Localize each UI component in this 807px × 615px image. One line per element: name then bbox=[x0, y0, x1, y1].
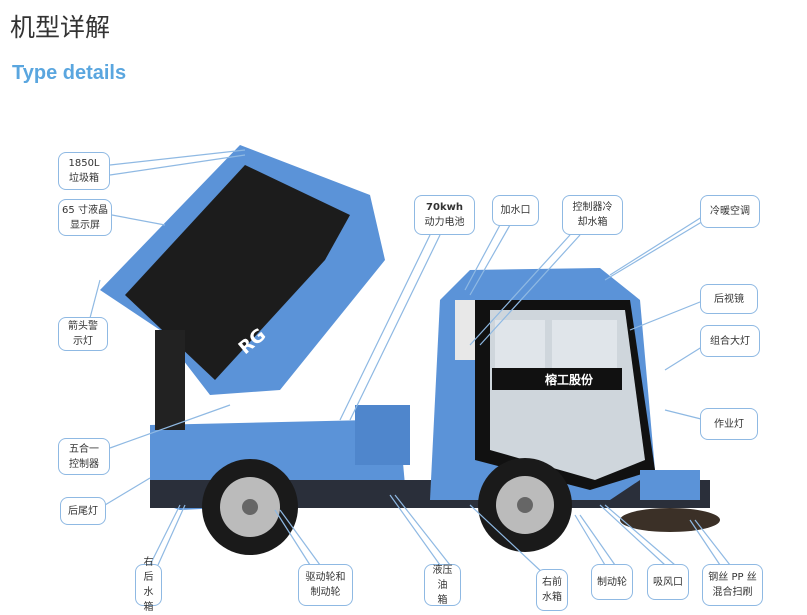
callout-text: 水箱 bbox=[542, 592, 562, 603]
battery-box bbox=[355, 405, 410, 465]
door-window-2 bbox=[552, 320, 617, 370]
callout-air-conditioner: 冷暖空调 bbox=[700, 195, 760, 228]
callout-text: 控制器冷 bbox=[572, 202, 613, 213]
callout-combination-headlight: 组合大灯 bbox=[700, 325, 760, 357]
callout-rear-tail-light: 后尾灯 bbox=[60, 497, 106, 525]
callout-right-rear-water-tank: 右后水箱 bbox=[135, 557, 162, 613]
callout-text: 后视镜 bbox=[714, 293, 744, 305]
front-frame bbox=[640, 470, 700, 500]
door-window bbox=[495, 320, 545, 370]
callout-text: 右前 bbox=[542, 577, 562, 588]
callout-right-front-water-tank: 右前水箱 bbox=[536, 569, 568, 611]
callout-text: 混合扫刷 bbox=[712, 587, 753, 598]
callout-hydraulic-oil-tank: 液压油箱 bbox=[424, 564, 461, 606]
leader-lines bbox=[89, 149, 731, 576]
callout-rearview-mirror: 后视镜 bbox=[700, 284, 758, 314]
callout-steel-pp-brush: 钢丝 PP 丝混合扫刷 bbox=[702, 564, 763, 606]
callout-lcd-screen: 65 寸液晶显示屏 bbox=[58, 199, 112, 236]
callout-text: 示灯 bbox=[73, 336, 93, 347]
callout-text: 箭头警 bbox=[68, 321, 98, 332]
callout-text: 液压油 bbox=[432, 564, 453, 591]
callout-text: 加水口 bbox=[500, 205, 531, 216]
callout-garbage-bin: 1850L 垃圾箱 bbox=[58, 152, 110, 190]
callout-brake-wheel: 制动轮 bbox=[591, 564, 633, 600]
callout-text: 作业灯 bbox=[714, 418, 744, 430]
bin-support bbox=[155, 330, 185, 430]
callout-text: 水箱 bbox=[143, 587, 154, 613]
callout-work-light: 作业灯 bbox=[700, 408, 758, 440]
callout-text: 制动轮 bbox=[597, 576, 627, 588]
page-title: 机型详解 bbox=[10, 13, 111, 42]
callout-five-in-one-controller: 五合一控制器 bbox=[58, 438, 110, 475]
page-subtitle: Type details bbox=[12, 62, 127, 84]
logo-band bbox=[492, 368, 622, 390]
callout-controller-cooling-tank: 控制器冷却水箱 bbox=[562, 195, 623, 235]
callout-water-inlet: 加水口 bbox=[492, 195, 539, 226]
callout-text: 1850L bbox=[68, 158, 100, 169]
callout-text: 冷暖空调 bbox=[710, 206, 750, 217]
callout-text: 动力电池 bbox=[424, 217, 465, 228]
lcd-screen-panel bbox=[125, 165, 350, 380]
callout-text: 65 寸液晶 bbox=[62, 204, 108, 216]
callout-drive-brake-wheel: 驱动轮和制动轮 bbox=[298, 564, 353, 606]
callout-suction-port: 吸风口 bbox=[647, 564, 689, 600]
brand-logo: 榕工股份 bbox=[545, 372, 594, 387]
callout-text: 显示屏 bbox=[70, 219, 100, 231]
callout-text: 却水箱 bbox=[577, 217, 608, 228]
callout-text: 组合大灯 bbox=[710, 335, 750, 347]
callout-text: 制动轮 bbox=[310, 587, 341, 598]
callout-text: 箱 bbox=[437, 594, 448, 606]
callout-text: 钢丝 PP 丝 bbox=[708, 572, 757, 583]
side-brush bbox=[620, 508, 720, 532]
callout-text: 右后 bbox=[143, 557, 154, 583]
callout-text: 驱动轮和 bbox=[305, 572, 346, 583]
callout-text: 后尾灯 bbox=[68, 505, 98, 517]
callout-text: 垃圾箱 bbox=[69, 173, 99, 184]
front-wheel bbox=[478, 458, 572, 552]
callout-text: 吸风口 bbox=[653, 576, 683, 588]
callout-text: 五合一 bbox=[69, 443, 99, 455]
callout-text: 70kwh bbox=[426, 202, 463, 213]
callout-arrow-warning-light: 箭头警示灯 bbox=[58, 317, 108, 351]
rear-wheel bbox=[202, 459, 298, 555]
callout-text: 控制器 bbox=[69, 458, 99, 470]
cab-pillar bbox=[455, 300, 475, 360]
callout-power-battery: 70kwh 动力电池 bbox=[414, 195, 475, 235]
